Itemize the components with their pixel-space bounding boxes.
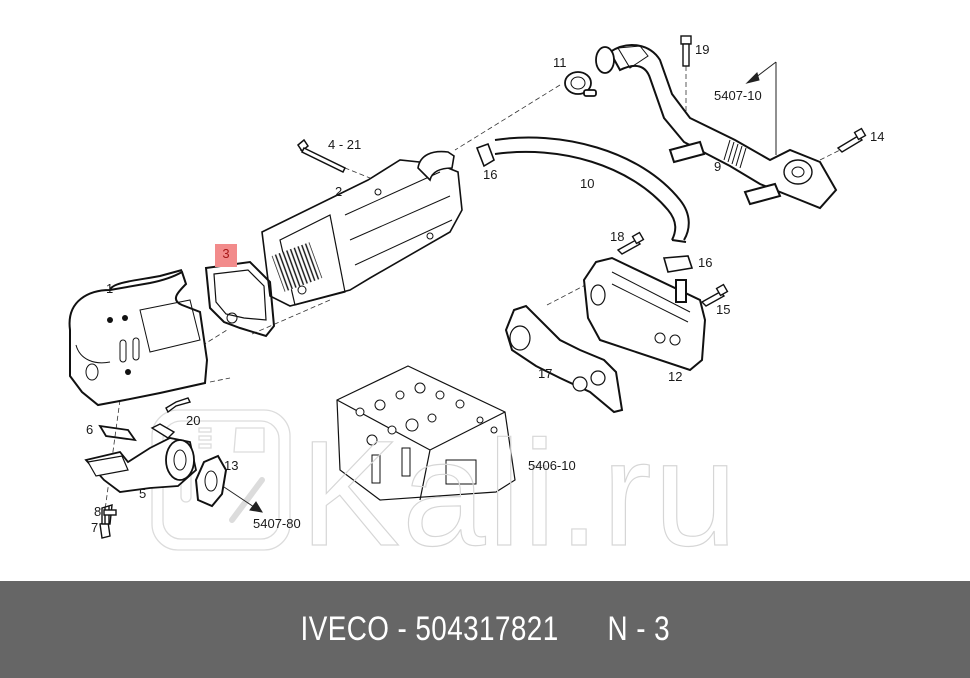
- part-14-bolt: [836, 127, 867, 153]
- part-15-bolt: [700, 283, 729, 307]
- ref-5406-10[interactable]: 5406-10: [528, 458, 576, 473]
- part-10-hose: [494, 136, 690, 243]
- callout-17[interactable]: 17: [538, 366, 553, 381]
- callout-1[interactable]: 1: [106, 281, 114, 296]
- callout-3-highlighted[interactable]: 3: [215, 244, 237, 267]
- part-5-elbow: [84, 437, 197, 493]
- part-9-egr-pipe: [595, 44, 838, 210]
- callout-11[interactable]: 11: [553, 55, 567, 70]
- callout-14[interactable]: 14: [870, 129, 885, 144]
- callout-2[interactable]: 2: [335, 184, 343, 199]
- diagram-drawing: [68, 35, 867, 551]
- part-2-egr-cooler: [261, 150, 463, 307]
- watermark-logo: [151, 409, 291, 551]
- part-11-clamp: [564, 71, 597, 97]
- callout-15[interactable]: 15: [716, 302, 731, 317]
- exploded-parts-diagram: Kali.ru 1 2 3 4 - 21 5 6 7 8 9 10 11 12 …: [68, 35, 885, 569]
- part-3-gasket: [204, 260, 276, 338]
- callout-4-21[interactable]: 4 - 21: [328, 137, 362, 152]
- callout-6[interactable]: 6: [86, 422, 94, 437]
- part-8-washer: [103, 509, 117, 516]
- part-13-gasket: [194, 454, 228, 508]
- part-4-bolt: [297, 138, 347, 173]
- part-18-bolt: [616, 231, 645, 255]
- callout-18[interactable]: 18: [610, 229, 625, 244]
- callout-7[interactable]: 7: [91, 520, 99, 535]
- ref-5407-10[interactable]: 5407-10: [714, 88, 762, 103]
- part-19-bolt: [680, 35, 692, 67]
- part-16-clamp-upper: [475, 142, 495, 168]
- callout-9[interactable]: 9: [714, 159, 722, 174]
- cylinder-head: [336, 365, 516, 501]
- callout-19[interactable]: 19: [695, 42, 710, 57]
- callout-12[interactable]: 12: [668, 369, 683, 384]
- part-12-exchanger: [582, 256, 707, 372]
- callout-10[interactable]: 10: [580, 176, 595, 191]
- part-6-gasket: [98, 424, 137, 442]
- part-bolt-small: [150, 423, 176, 439]
- part-17-gasket: [504, 304, 624, 414]
- callout-8[interactable]: 8: [94, 504, 102, 519]
- part-caption-bar: IVECO - 504317821 N - 3: [0, 581, 970, 678]
- part-1-egr-valve: [68, 269, 209, 407]
- part-caption: IVECO - 504317821 N - 3: [300, 610, 670, 648]
- callout-16-upper[interactable]: 16: [483, 167, 498, 182]
- ref-5407-80[interactable]: 5407-80: [253, 516, 301, 531]
- callout-20[interactable]: 20: [186, 413, 201, 428]
- callout-13[interactable]: 13: [224, 458, 239, 473]
- callout-5[interactable]: 5: [139, 486, 147, 501]
- callout-16-lower[interactable]: 16: [698, 255, 713, 270]
- part-20-bolt: [165, 397, 192, 414]
- part-16-clamp-lower: [662, 255, 694, 273]
